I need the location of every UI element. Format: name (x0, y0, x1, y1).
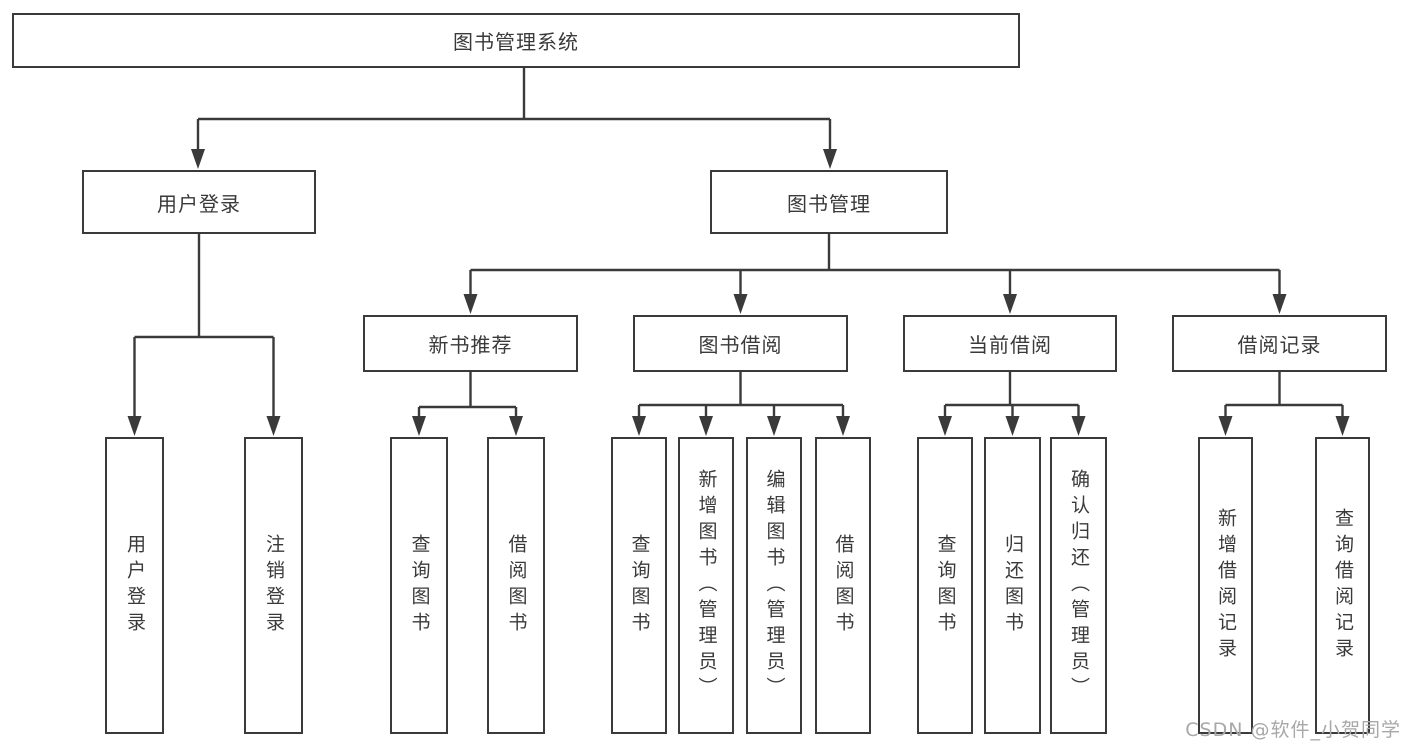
node-label: 编辑图书（管理员） (763, 468, 786, 703)
node-leaf-add-book-admin: 新增图书（管理员） (678, 437, 734, 734)
node-label: 确认归还（管理员） (1068, 468, 1090, 703)
node-leaf-return-book: 归还图书 (984, 437, 1041, 734)
node-label: 查询图书 (408, 533, 431, 638)
node-label: 借阅图书 (832, 533, 855, 638)
node-label: 图书借阅 (698, 333, 783, 357)
node-borrowing-records: 借阅记录 (1172, 315, 1387, 372)
node-leaf-user-login: 用户登录 (105, 437, 164, 734)
node-label: 用户登录 (124, 533, 146, 638)
node-label: 图书管理系统 (453, 30, 579, 54)
arrow-down-icon (1218, 416, 1233, 436)
arrow-down-icon (1071, 416, 1086, 436)
node-current-borrowing: 当前借阅 (903, 315, 1117, 372)
arrow-down-icon (1003, 294, 1017, 314)
node-label: 查询图书 (934, 533, 957, 638)
node-label: 注销登录 (263, 533, 285, 638)
node-leaf-query-books-recommend: 查询图书 (390, 437, 448, 734)
arrow-down-icon (733, 294, 748, 314)
arrow-down-icon (463, 294, 478, 314)
node-new-book-recommend: 新书推荐 (363, 315, 578, 372)
arrow-down-icon (1005, 416, 1020, 436)
arrow-down-icon (266, 416, 281, 436)
arrow-down-icon (1272, 294, 1287, 314)
node-label: 查询图书 (628, 533, 651, 638)
node-label: 新增借阅记录 (1215, 507, 1237, 664)
node-book-management: 图书管理 (710, 170, 948, 234)
arrow-down-icon (699, 416, 713, 436)
node-label: 用户登录 (157, 191, 241, 216)
node-leaf-add-borrow-record: 新增借阅记录 (1198, 437, 1253, 734)
node-label: 新书推荐 (428, 333, 513, 357)
arrow-down-icon (509, 416, 523, 436)
node-leaf-confirm-return-admin: 确认归还（管理员） (1050, 437, 1107, 734)
node-leaf-borrow-books-recommend: 借阅图书 (487, 437, 545, 734)
node-user-login: 用户登录 (82, 170, 316, 234)
arrow-down-icon (127, 416, 142, 436)
node-label: 查询借阅记录 (1332, 507, 1354, 664)
arrow-down-icon (1335, 416, 1350, 436)
arrow-down-icon (767, 416, 781, 436)
csdn-watermark: CSDN @软件_小贺同学 (1185, 719, 1401, 741)
arrow-down-icon (938, 416, 952, 436)
node-leaf-query-books-borrowing: 查询图书 (611, 437, 667, 734)
node-label: 图书管理 (787, 191, 871, 216)
arrow-down-icon (632, 416, 646, 436)
arrow-down-icon (412, 416, 426, 436)
node-leaf-query-books-current: 查询图书 (917, 437, 973, 734)
node-book-borrowing: 图书借阅 (633, 315, 848, 372)
node-label: 新增图书（管理员） (695, 468, 718, 703)
node-label: 借阅图书 (505, 533, 528, 638)
node-leaf-query-borrow-record: 查询借阅记录 (1315, 437, 1370, 734)
node-root-library-system: 图书管理系统 (12, 13, 1020, 68)
node-label: 当前借阅 (968, 333, 1052, 357)
arrow-down-icon (823, 149, 837, 169)
node-leaf-logout: 注销登录 (244, 437, 303, 734)
node-leaf-borrow-books-borrowing: 借阅图书 (815, 437, 871, 734)
node-label: 借阅记录 (1237, 333, 1322, 357)
node-leaf-edit-book-admin: 编辑图书（管理员） (746, 437, 802, 734)
arrow-down-icon (836, 416, 850, 436)
node-label: 归还图书 (1002, 533, 1024, 638)
arrow-down-icon (191, 149, 205, 169)
